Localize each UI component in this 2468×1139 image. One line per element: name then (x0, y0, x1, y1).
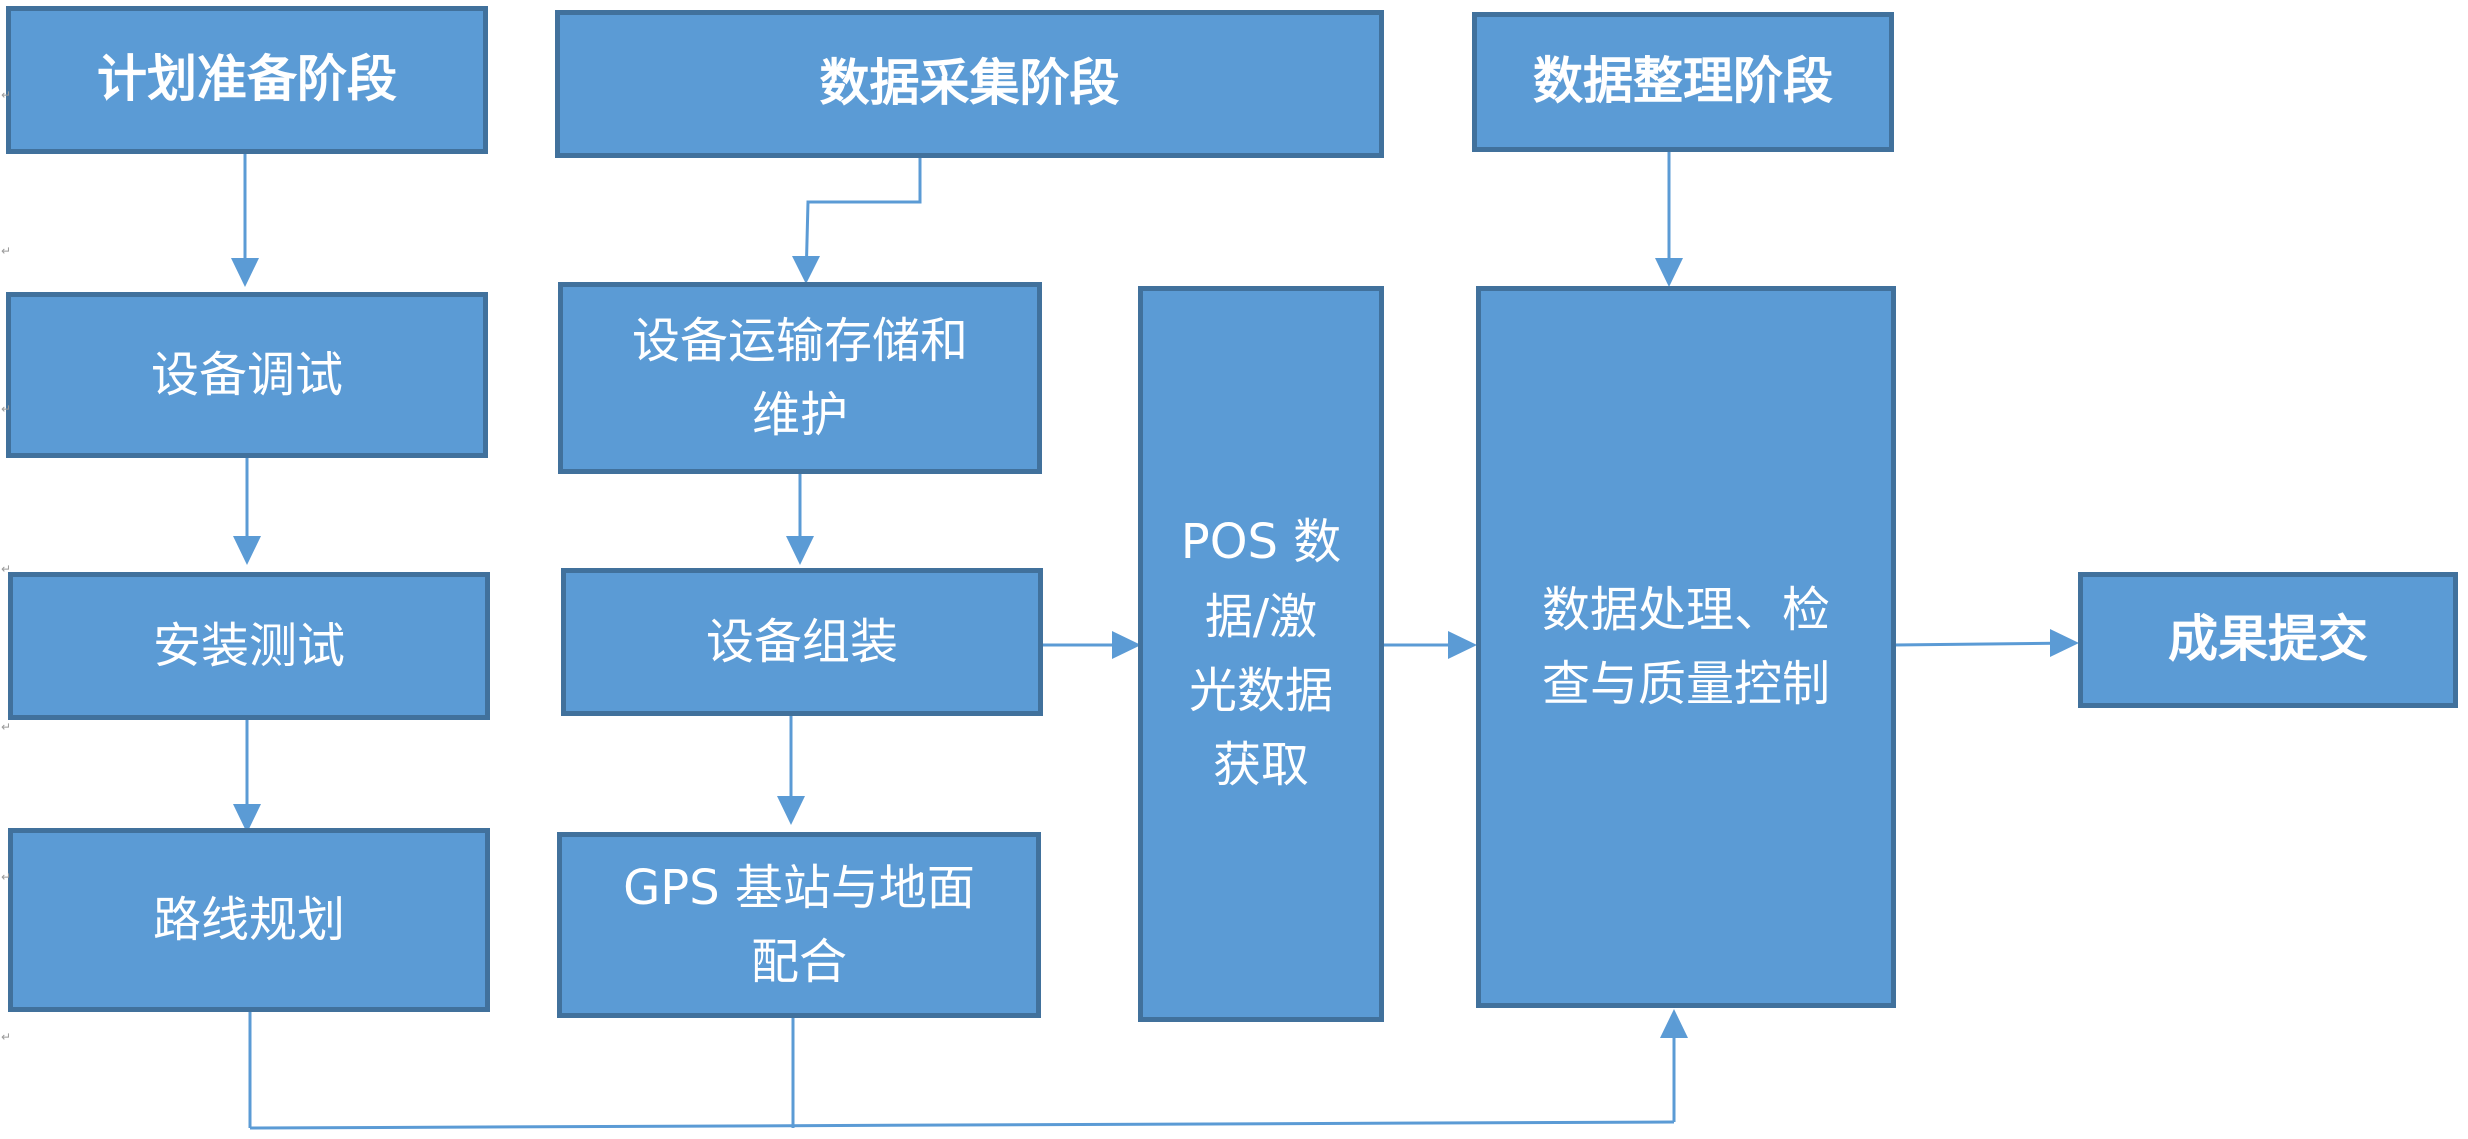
paragraph-mark: ↵ (1, 1030, 12, 1044)
node-pos-lidar: POS 数 据/激 光数据 获取 (1138, 286, 1384, 1022)
connector-bottom-line (249, 1120, 1675, 1130)
node-pos-lidar-label: POS 数 据/激 光数据 获取 (1180, 514, 1342, 794)
node-organize-phase: 数据整理阶段 (1472, 12, 1894, 152)
paragraph-mark: ↵ (1, 562, 12, 576)
node-process-qc: 数据处理、检 查与质量控制 (1476, 286, 1896, 1008)
node-transport-storage: 设备运输存储和 维护 (558, 282, 1042, 474)
node-process-qc-label: 数据处理、检 查与质量控制 (1541, 581, 1830, 712)
node-collect-phase-label: 数据采集阶段 (819, 54, 1120, 113)
node-equip-assembly-label: 设备组装 (705, 613, 898, 670)
arrow-process-to-submit (1892, 638, 2077, 649)
node-equip-debug: 设备调试 (6, 292, 488, 458)
node-organize-phase-label: 数据整理阶段 (1533, 52, 1833, 111)
node-gps-base-label: GPS 基站与地面 配合 (623, 859, 975, 990)
node-collect-phase: 数据采集阶段 (555, 10, 1384, 158)
arrowheads (231, 256, 2079, 1038)
node-equip-debug-label: 设备调试 (150, 346, 343, 403)
paragraph-mark: ↵ (1, 870, 12, 884)
node-plan-phase: 计划准备阶段 (6, 6, 488, 154)
node-route-plan-label: 路线规划 (152, 891, 345, 948)
paragraph-mark: ↵ (1, 88, 12, 102)
arrow-collect-to-transport (801, 156, 922, 281)
node-gps-base: GPS 基站与地面 配合 (557, 832, 1041, 1018)
node-install-test: 安装测试 (8, 572, 490, 720)
paragraph-mark: ↵ (1, 720, 12, 734)
node-plan-phase-label: 计划准备阶段 (97, 50, 397, 109)
paragraph-mark: ↵ (1, 244, 12, 258)
node-route-plan: 路线规划 (8, 828, 490, 1012)
node-equip-assembly: 设备组装 (561, 568, 1043, 716)
node-submit: 成果提交 (2078, 572, 2458, 708)
node-install-test-label: 安装测试 (152, 617, 345, 674)
paragraph-mark: ↵ (1, 402, 12, 416)
node-submit-label: 成果提交 (2168, 610, 2368, 669)
node-transport-storage-label: 设备运输存储和 维护 (631, 312, 968, 443)
